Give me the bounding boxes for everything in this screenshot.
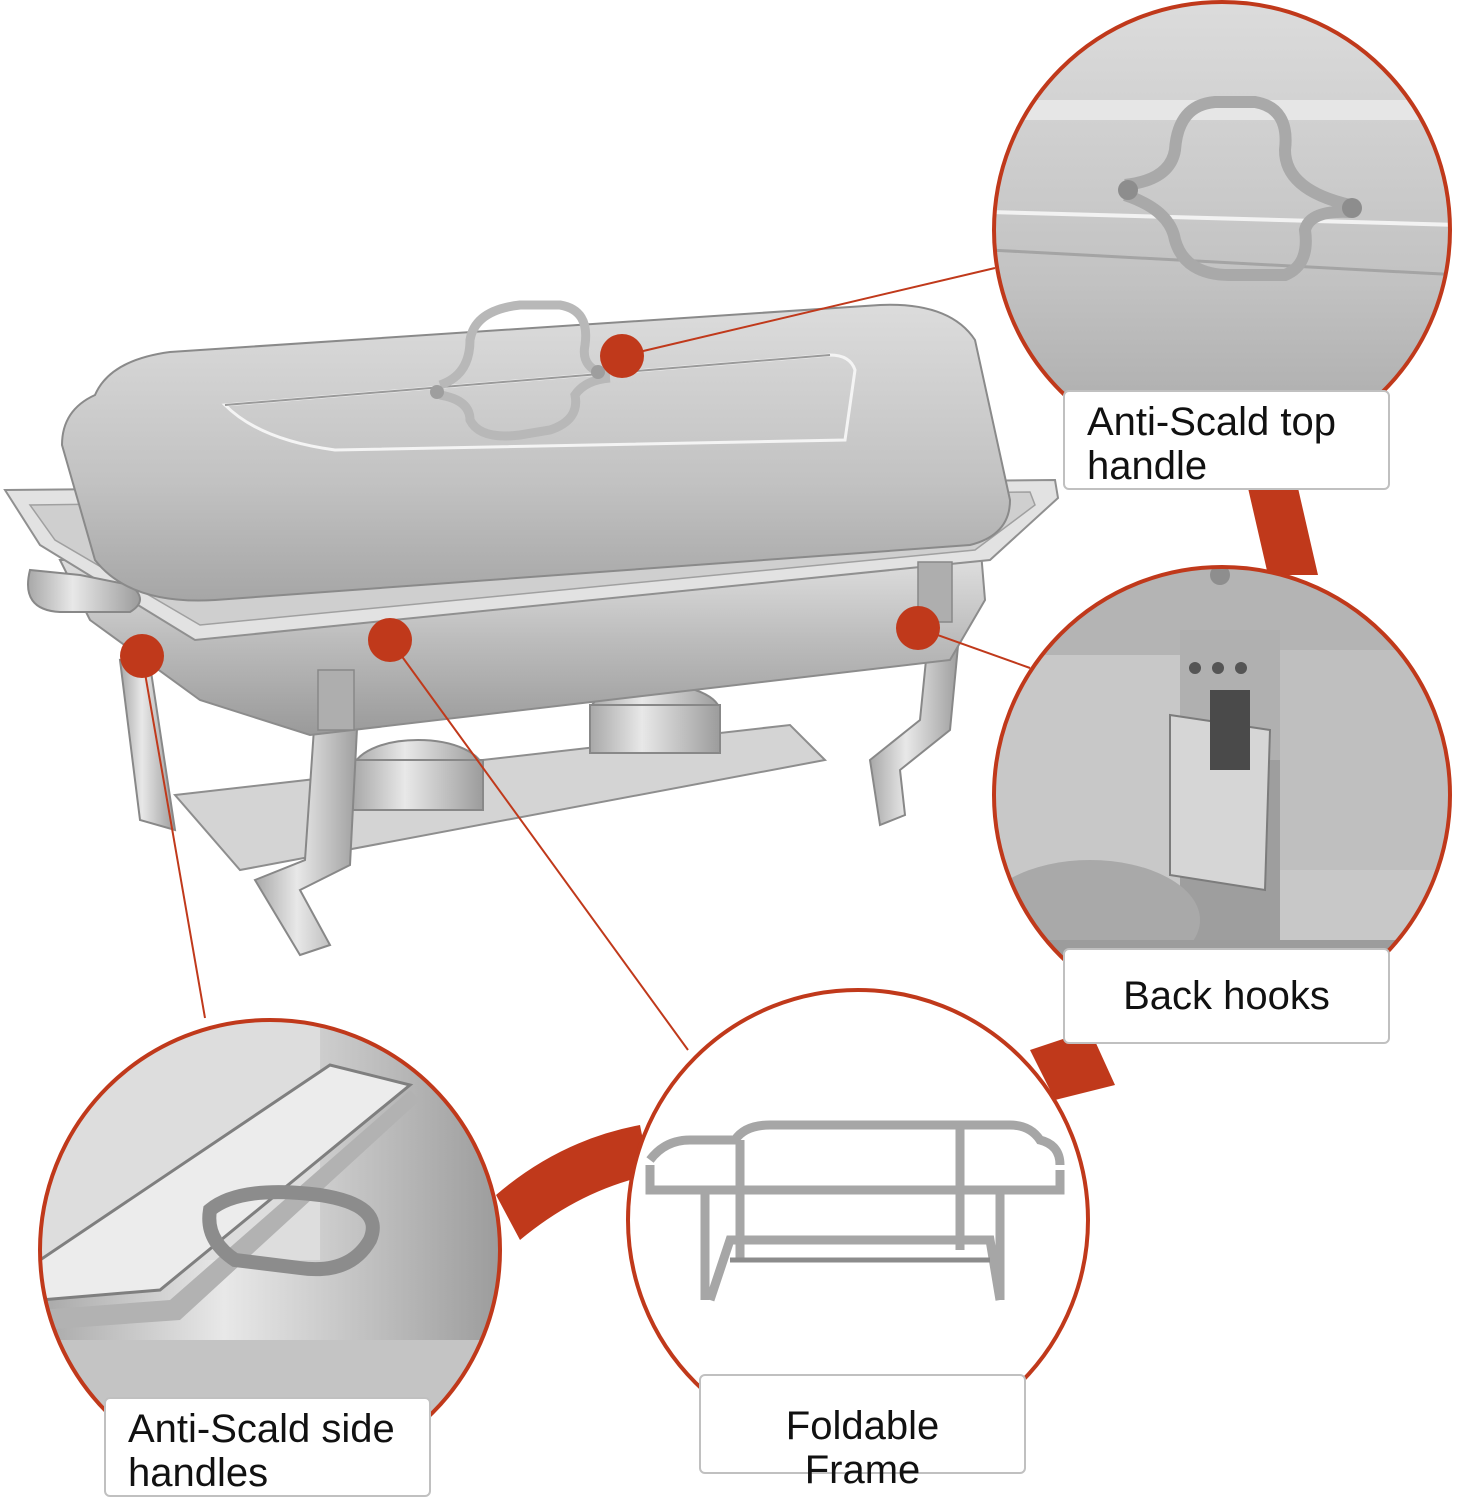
marker-side-handles <box>120 634 164 678</box>
label-back-hooks: Back hooks <box>1063 948 1390 1044</box>
label-top-handle-line1: Anti-Scald top <box>1087 400 1337 444</box>
accent-bands <box>496 488 1318 1240</box>
label-top-handle: Anti-Scald top handle <box>1063 390 1390 490</box>
marker-top-handle <box>600 334 644 378</box>
label-foldable-frame: Foldable Frame <box>699 1374 1026 1492</box>
label-foldable-frame-text: Foldable Frame <box>785 1404 940 1492</box>
label-top-handle-line2: handle <box>1087 444 1208 488</box>
callout-markers <box>120 334 940 678</box>
zoom-back-hooks <box>992 565 1452 1025</box>
label-side-handles: Anti-Scald side handles <box>104 1397 431 1497</box>
label-back-hooks-text: Back hooks <box>1123 974 1330 1018</box>
zoom-foldable-frame <box>626 988 1090 1452</box>
label-side-handles-line1: Anti-Scald side <box>128 1407 395 1451</box>
label-side-handles-line2: handles <box>128 1451 269 1495</box>
marker-back-hooks <box>896 606 940 650</box>
zoom-top-handle <box>992 0 1452 460</box>
marker-foldable-frame <box>368 618 412 662</box>
callout-leaders <box>141 267 1031 1051</box>
chafing-dish <box>3 300 1060 957</box>
